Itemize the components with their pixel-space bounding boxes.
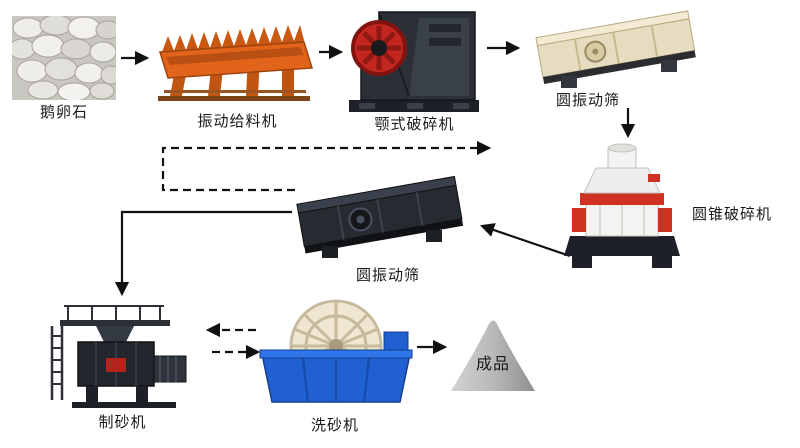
dashed-return-screen-to-cone (161, 140, 492, 192)
pebble-label: 鹅卵石 (39, 104, 88, 121)
arrow-cone-to-screen-mid (479, 223, 571, 258)
finished-product-pile (448, 312, 538, 394)
sand-washer-label: 洗砂机 (310, 417, 359, 434)
sand-maker-illustration (40, 300, 205, 410)
sand-washer-illustration (258, 298, 413, 410)
screen-top-label: 圆振动筛 (555, 92, 620, 109)
sand-maker-label: 制砂机 (98, 414, 147, 431)
jaw-crusher-label: 颚式破碎机 (374, 116, 455, 133)
cone-crusher-label: 圆锥破碎机 (692, 206, 773, 223)
pebble-photo (12, 16, 116, 100)
jaw-crusher-illustration (345, 4, 483, 114)
arrow-screen-mid-to-sand-maker (114, 210, 292, 297)
screen-mid-label: 圆振动筛 (355, 267, 420, 284)
feeder-label: 振动给料机 (197, 113, 278, 130)
product-label: 成品 (475, 356, 510, 373)
circular-vibrating-screen-mid-illustration (288, 168, 473, 263)
circular-vibrating-screen-top-illustration (525, 4, 707, 92)
cone-crusher-illustration (556, 138, 688, 272)
vibrating-feeder-illustration (152, 12, 317, 108)
